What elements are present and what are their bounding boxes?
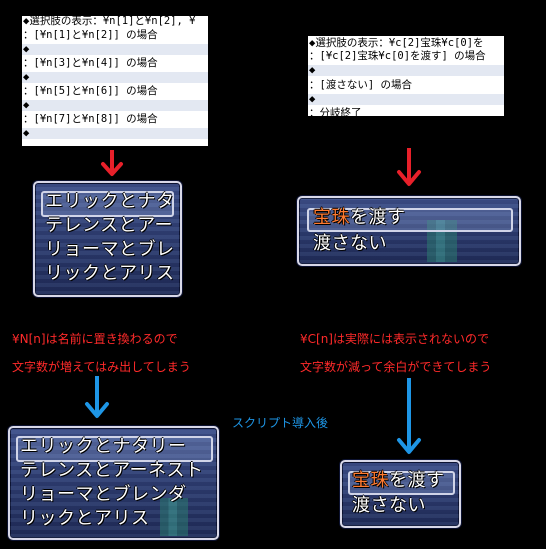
choice-option[interactable]: リョーマとブレ bbox=[45, 239, 175, 260]
down-arrow-icon bbox=[397, 378, 421, 454]
highlighted-text: 宝珠 bbox=[313, 207, 350, 228]
choice-option[interactable]: テレンスとアー bbox=[45, 215, 174, 236]
code-line: ◆ bbox=[22, 72, 208, 83]
code-line: ：[渡さない] の場合 bbox=[309, 79, 412, 91]
choice-option[interactable]: テレンスとアーネスト bbox=[20, 460, 204, 481]
note-left-line1: ¥N[n]は名前に置き換わるので bbox=[12, 332, 178, 346]
code-line: ◆ bbox=[22, 44, 208, 55]
code-line: ：[¥n[1]と¥n[2]] の場合 bbox=[23, 29, 158, 41]
selection-cursor bbox=[16, 436, 213, 462]
choice-window-after-left: エリックとナタリー テレンスとアーネスト リョーマとブレンダ リックとアリス bbox=[8, 426, 219, 540]
code-line: ◆ bbox=[22, 100, 208, 111]
code-line: ◆ bbox=[308, 94, 504, 105]
code-line: ◆ bbox=[22, 128, 208, 139]
note-center: スクリプト導入後 bbox=[232, 416, 329, 430]
code-line: ◆選択肢の表示：¥c[2]宝珠¥c[0]を bbox=[309, 37, 484, 49]
selection-cursor bbox=[348, 471, 455, 495]
down-arrow-icon bbox=[101, 150, 123, 176]
selection-cursor bbox=[307, 208, 513, 232]
choice-window-after-right: 宝珠を渡す 渡さない bbox=[340, 460, 461, 528]
option-text: を渡す bbox=[350, 207, 406, 228]
event-code-panel-right: ◆選択肢の表示：¥c[2]宝珠¥c[0]を ：[¥c[2]宝珠¥c[0]を渡す]… bbox=[308, 36, 504, 116]
choice-window-before-left: エリックとナタ テレンスとアー リョーマとブレ リックとアリス bbox=[33, 181, 182, 297]
choice-option[interactable]: リックとアリス bbox=[45, 263, 175, 284]
choice-option[interactable]: 渡さない bbox=[313, 233, 387, 254]
code-line: ：[¥c[2]宝珠¥c[0]を渡す] の場合 bbox=[309, 50, 486, 62]
code-line: ：[¥n[5]と¥n[6]] の場合 bbox=[23, 85, 158, 97]
choice-option[interactable]: エリックとナタ bbox=[45, 191, 175, 212]
code-line: ：[¥n[7]と¥n[8]] の場合 bbox=[23, 113, 158, 125]
choice-window-before-right: 宝珠を渡す 渡さない bbox=[297, 196, 521, 266]
down-arrow-icon bbox=[85, 376, 109, 418]
choice-option[interactable]: エリックとナタリー bbox=[20, 436, 187, 457]
note-left-line2: 文字数が増えてはみ出してしまう bbox=[12, 360, 191, 374]
down-arrow-icon bbox=[397, 148, 421, 186]
choice-option[interactable]: 渡さない bbox=[352, 495, 426, 516]
option-text: を渡す bbox=[389, 470, 445, 491]
window-background bbox=[35, 183, 180, 295]
highlighted-text: 宝珠 bbox=[352, 470, 389, 491]
map-tile-decoration bbox=[427, 220, 457, 262]
choice-option[interactable]: 宝珠を渡す bbox=[313, 208, 406, 228]
choice-option[interactable]: リックとアリス bbox=[20, 508, 150, 529]
choice-option[interactable]: リョーマとブレンダ bbox=[20, 484, 187, 505]
map-tile-decoration bbox=[160, 498, 188, 536]
note-right-line2: 文字数が減って余白ができてしまう bbox=[300, 360, 492, 374]
selection-cursor bbox=[41, 191, 174, 217]
code-line: ：[¥n[3]と¥n[4]] の場合 bbox=[23, 57, 158, 69]
choice-option[interactable]: 宝珠を渡す bbox=[352, 471, 445, 491]
code-line: ：分岐終了 bbox=[309, 107, 362, 117]
code-line: ◆ bbox=[308, 65, 504, 76]
event-code-panel-left: ◆選択肢の表示：¥n[1]と¥n[2], ¥ ：[¥n[1]と¥n[2]] の場… bbox=[22, 16, 208, 146]
note-right-line1: ¥C[n]は実際には表示されないので bbox=[300, 332, 489, 346]
code-line: ◆選択肢の表示：¥n[1]と¥n[2], ¥ bbox=[23, 16, 196, 27]
